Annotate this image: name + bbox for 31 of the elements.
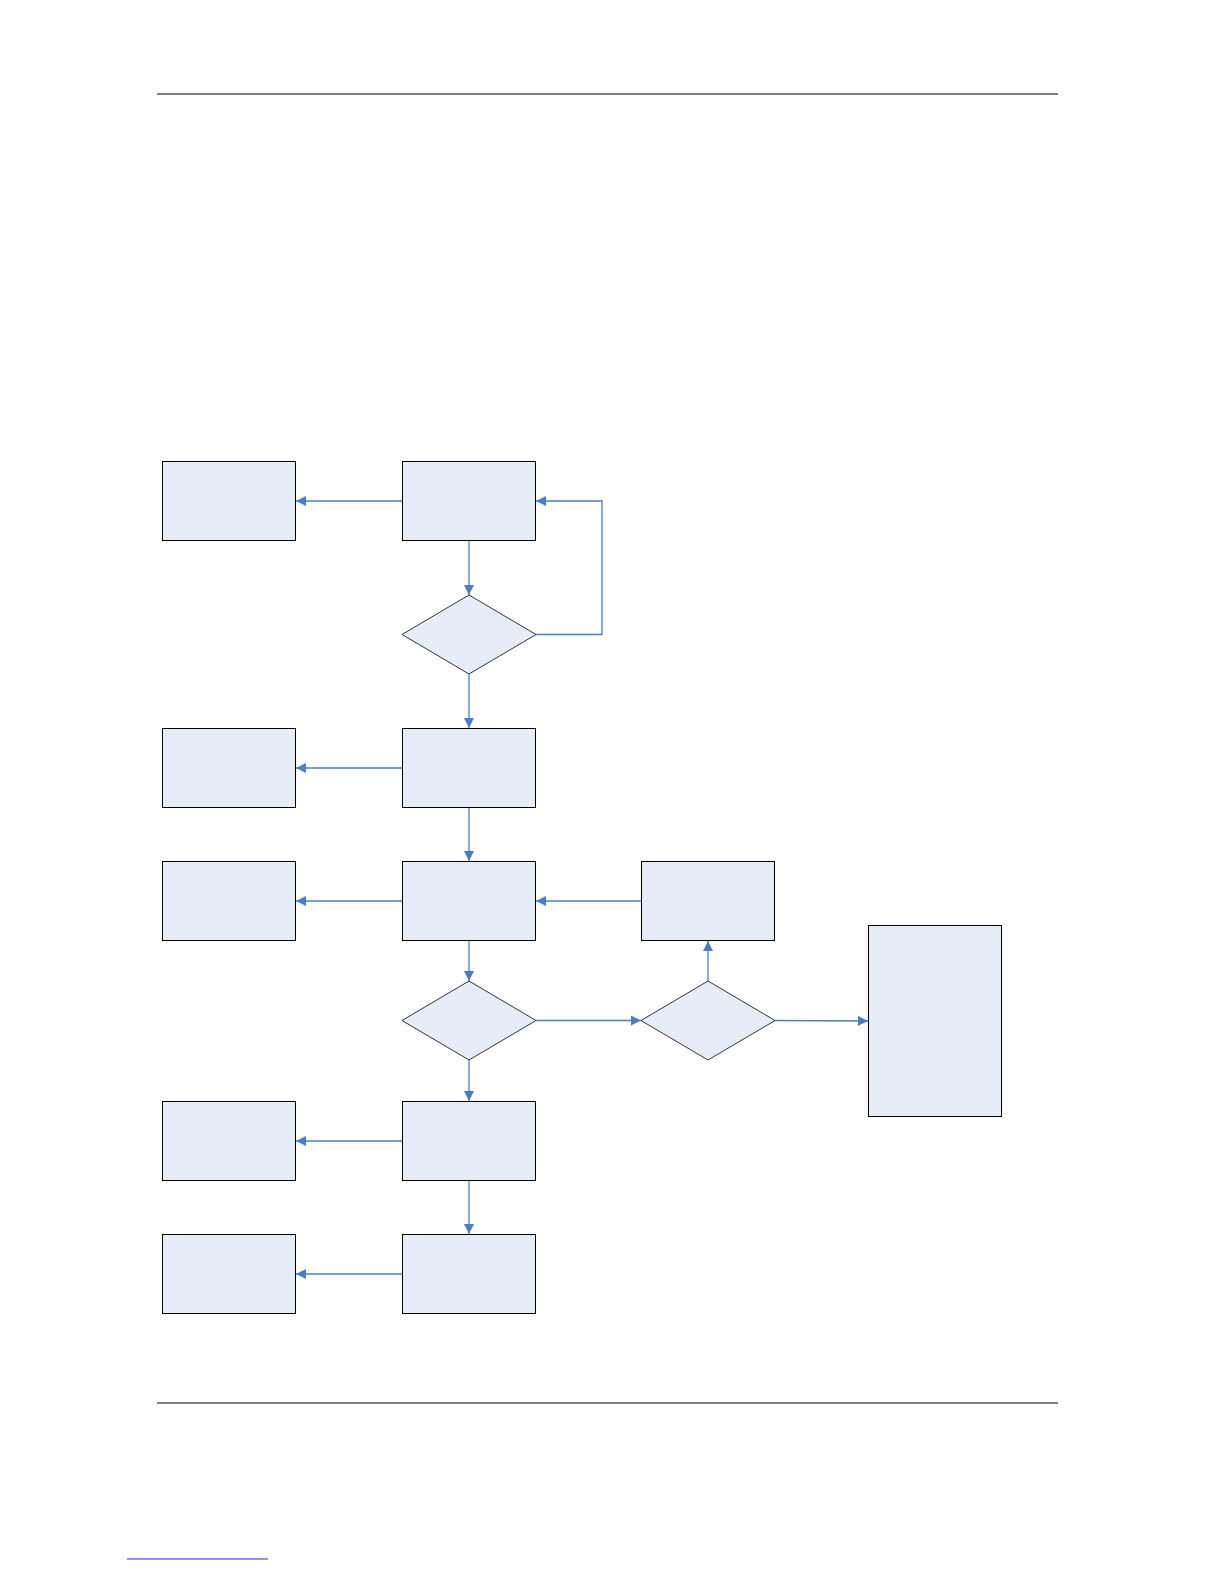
arrow — [295, 496, 403, 506]
decision-diamond — [402, 595, 536, 674]
process-box — [162, 461, 296, 541]
arrow — [295, 1136, 403, 1146]
arrow — [535, 896, 642, 906]
arrow — [774, 1015, 869, 1026]
process-box — [162, 1234, 296, 1314]
process-box — [402, 1101, 536, 1181]
process-box — [402, 1234, 536, 1314]
decision-diamond — [402, 981, 536, 1060]
process-box — [402, 728, 536, 808]
decision-diamond — [641, 981, 775, 1060]
process-box — [402, 461, 536, 541]
process-box — [162, 861, 296, 941]
process-box — [402, 861, 536, 941]
arrow — [295, 763, 403, 773]
arrow — [703, 940, 713, 982]
process-box — [868, 925, 1002, 1117]
arrow — [535, 1015, 642, 1026]
arrow — [464, 940, 474, 982]
arrow — [464, 673, 474, 729]
arrow — [464, 540, 474, 596]
arrow — [464, 1059, 474, 1102]
arrow — [295, 1269, 403, 1279]
arrow — [295, 896, 403, 906]
process-box — [641, 861, 775, 941]
process-box — [162, 1101, 296, 1181]
arrow — [535, 496, 603, 636]
arrow — [464, 807, 474, 862]
process-box — [162, 728, 296, 808]
arrow — [464, 1180, 474, 1235]
